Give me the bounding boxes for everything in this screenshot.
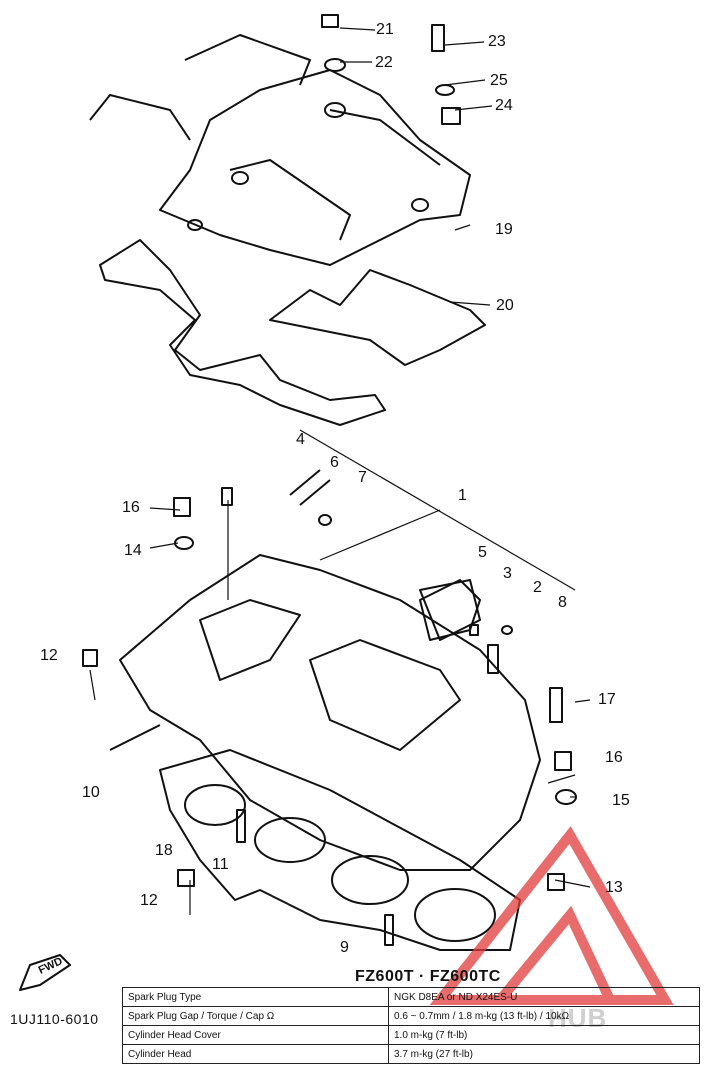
callout-18: 18 [155,842,173,859]
spec-table: Spark Plug Type NGK D8EA or ND X24ES-U S… [122,987,700,1064]
spark-plug-17 [549,687,563,723]
cylinder-head [119,554,541,871]
callout-9: 9 [340,939,349,956]
bolt-21 [321,14,339,28]
washer-25 [435,84,455,96]
fwd-arrow-icon [19,954,71,991]
callout-15: 15 [612,792,630,809]
callout-20: 20 [496,297,514,314]
table-row: Cylinder Head Cover 1.0 m-kg (7 ft-lb) [122,1025,700,1045]
callout-6: 6 [330,454,339,471]
table-row: Spark Plug Type NGK D8EA or ND X24ES-U [122,987,700,1007]
washer-22 [324,58,346,72]
callout-21: 21 [376,21,394,38]
cover-gasket [99,239,486,426]
cap-16a [173,497,191,517]
nut-13 [547,873,565,891]
part-number: 1UJ110-6010 [10,1011,99,1027]
nut-12b [177,869,195,887]
spec-value: 1.0 m-kg (7 ft-lb) [388,1025,700,1045]
callout-12a: 12 [40,647,58,664]
callout-22: 22 [375,54,393,71]
leader-lines [89,27,591,915]
valve-8 [487,644,499,674]
callout-12b: 12 [140,892,158,909]
spec-value: 3.7 m-kg (27 ft-lb) [388,1044,700,1064]
spec-label: Spark Plug Type [122,987,389,1007]
callout-10: 10 [82,784,100,801]
spec-label: Spark Plug Gap / Torque / Cap Ω [122,1006,389,1026]
washer-7 [318,514,332,526]
callout-13: 13 [605,879,623,896]
stud-11 [236,809,246,843]
pin-12a [82,649,98,667]
callout-16a: 16 [122,499,140,516]
callout-23: 23 [488,33,506,50]
stud-9 [384,914,394,946]
cap-16b [554,751,572,771]
dowel-3 [469,624,479,636]
cylinder-head-cover [89,34,471,266]
callout-5: 5 [478,544,487,561]
callout-17: 17 [598,691,616,708]
cap-24 [441,107,461,125]
callout-11: 11 [212,856,229,873]
callout-3: 3 [503,565,512,582]
callout-24: 24 [495,97,513,114]
callout-4: 4 [296,431,305,448]
bolt-23 [431,24,445,52]
callout-1: 1 [458,487,467,504]
callout-25: 25 [490,72,508,89]
washer-14 [174,536,194,550]
bolt-6 [289,469,331,506]
callout-8: 8 [558,594,567,611]
head-gasket [159,749,521,951]
callout-7: 7 [358,469,367,486]
model-title: FZ600T · FZ600TC [355,968,501,985]
spec-value: 0.6 ~ 0.7mm / 1.8 m-kg (13 ft-lb) / 10kΩ [388,1006,700,1026]
callout-2: 2 [533,579,542,596]
spec-label: Cylinder Head Cover [122,1025,389,1045]
table-row: Cylinder Head 3.7 m-kg (27 ft-lb) [122,1044,700,1064]
spec-label: Cylinder Head [122,1044,389,1064]
callout-19: 19 [495,221,513,238]
spec-value: NGK D8EA or ND X24ES-U [388,987,700,1007]
callout-16b: 16 [605,749,623,766]
table-row: Spark Plug Gap / Torque / Cap Ω 0.6 ~ 0.… [122,1006,700,1026]
cam-cap-5 [419,579,481,641]
clip-2 [501,625,513,635]
callout-14: 14 [124,542,142,559]
washer-15 [555,789,577,805]
pin-4 [221,487,233,506]
stud-10 [109,724,161,751]
